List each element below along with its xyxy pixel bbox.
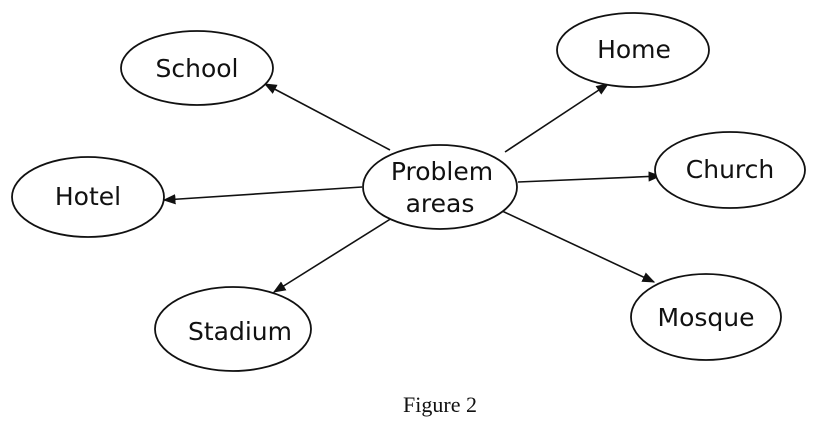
edge-stadium <box>272 217 393 293</box>
node-mosque <box>630 273 782 361</box>
school-label: School <box>156 54 239 83</box>
center-label-line2: areas <box>406 189 475 218</box>
mosque-label: Mosque <box>658 303 755 332</box>
hotel-label: Hotel <box>55 182 121 211</box>
figure-caption: Figure 2 <box>403 392 477 417</box>
center-label-line1: Problem <box>391 157 493 186</box>
church-label: Church <box>686 155 774 184</box>
node-stadium <box>154 286 312 372</box>
edge-home <box>504 83 610 153</box>
node-hotel <box>11 156 165 238</box>
node-center <box>362 144 518 230</box>
stadium-label: Stadium <box>188 317 292 346</box>
edge-hotel <box>162 186 363 205</box>
node-home <box>556 12 710 88</box>
home-label: Home <box>597 35 671 64</box>
node-school <box>120 30 274 106</box>
node-church <box>654 131 806 209</box>
edge-church <box>517 171 662 183</box>
edge-school <box>263 83 391 151</box>
edge-mosque <box>499 209 656 283</box>
